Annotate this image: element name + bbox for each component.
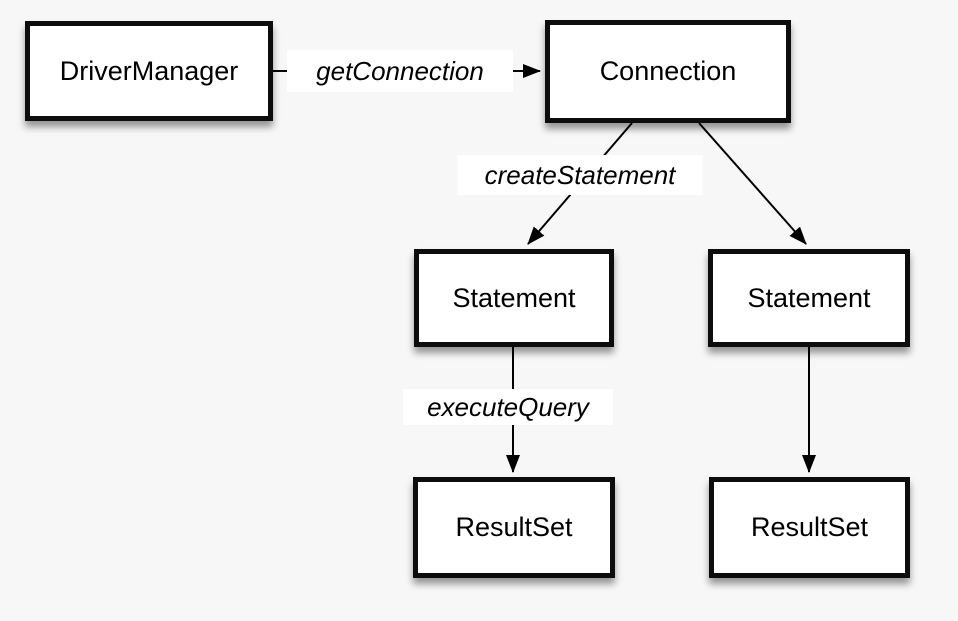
node-statement-left: Statement — [414, 249, 614, 347]
arrow-connection-to-statement-right — [698, 122, 807, 245]
node-resultset-left: ResultSet — [413, 477, 615, 578]
edge-label-getconnection: getConnection — [287, 50, 513, 92]
node-resultset-right: ResultSet — [709, 477, 910, 578]
edge-label-createstatement: createStatement — [457, 155, 703, 195]
node-drivermanager: DriverManager — [25, 21, 273, 121]
edge-label-executequery: executeQuery — [403, 389, 613, 425]
node-statement-right: Statement — [708, 249, 910, 347]
node-connection: Connection — [545, 20, 791, 123]
